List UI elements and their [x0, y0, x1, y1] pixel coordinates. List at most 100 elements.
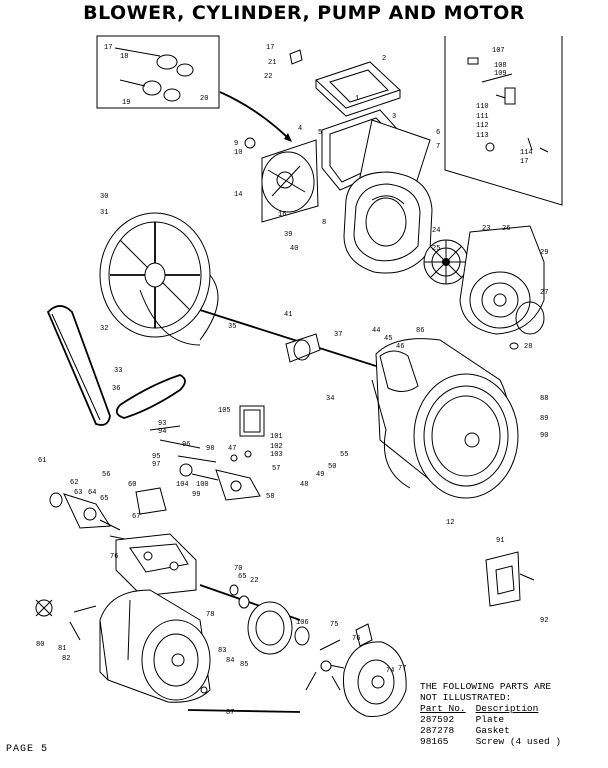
callout-33: 33	[114, 367, 122, 375]
table-row: 98165 Screw (4 used )	[420, 736, 571, 747]
callout-14: 14	[234, 191, 242, 199]
callout-22: 22	[264, 73, 272, 81]
callout-26: 26	[502, 225, 510, 233]
part-description: Screw (4 used )	[475, 736, 562, 747]
callout-55: 55	[340, 451, 348, 459]
callout-39: 39	[284, 231, 292, 239]
callout-30: 30	[100, 193, 108, 201]
callout-110: 110	[476, 103, 489, 111]
inset-box-top-right	[444, 36, 563, 206]
blower-top-plate	[289, 49, 401, 117]
callout-21: 21	[268, 59, 276, 67]
callout-80: 80	[36, 641, 44, 649]
callout-70: 70	[234, 565, 242, 573]
right-side-bracket	[485, 551, 535, 607]
callout-87: 87	[226, 709, 234, 717]
callout-106: 106	[296, 619, 309, 627]
callout-75: 75	[330, 621, 338, 629]
page-number: PAGE 5	[6, 744, 49, 755]
blower-rear-housing	[459, 225, 545, 350]
callout-100: 100	[196, 481, 209, 489]
page-title: BLOWER, CYLINDER, PUMP AND MOTOR	[83, 2, 525, 24]
bottom-left-parts	[35, 599, 301, 713]
callout-29: 29	[540, 249, 548, 257]
callout-90: 90	[540, 432, 548, 440]
callout-20: 20	[200, 95, 208, 103]
callout-96: 96	[182, 441, 190, 449]
callout-17: 17	[104, 44, 112, 52]
table-row: 287278 Gasket	[420, 725, 571, 736]
callout-8: 8	[322, 219, 326, 227]
pump-bracket	[115, 533, 197, 597]
callout-88: 88	[540, 395, 548, 403]
callout-34: 34	[326, 395, 334, 403]
cylinder-drum	[371, 338, 519, 499]
note-header-line-2: NOT ILLUSTRATED:	[420, 692, 512, 703]
callout-111: 111	[476, 113, 489, 121]
callout-62: 62	[70, 479, 78, 487]
part-number: 287278	[420, 725, 455, 736]
callout-19: 19	[122, 99, 130, 107]
callout-77: 77	[398, 665, 406, 673]
callout-61: 61	[38, 457, 46, 465]
callout-32: 32	[100, 325, 108, 333]
callout-78: 78	[206, 611, 214, 619]
callout-10: 10	[234, 149, 242, 157]
callout-9: 9	[234, 140, 238, 148]
not-illustrated-parts-note: THE FOLLOWING PARTS ARE NOT ILLUSTRATED:…	[420, 681, 608, 747]
callout-48: 48	[300, 481, 308, 489]
callout-97: 97	[152, 461, 160, 469]
callout-92: 92	[540, 617, 548, 625]
callout-65b: 65	[238, 573, 246, 581]
callout-37: 37	[334, 331, 342, 339]
callout-93: 93	[158, 420, 166, 428]
callout-108: 108	[494, 62, 507, 70]
pump-small-parts	[49, 492, 131, 541]
callout-12: 12	[446, 519, 454, 527]
callout-49: 49	[316, 471, 324, 479]
callout-36: 36	[112, 385, 120, 393]
callout-85: 85	[240, 661, 248, 669]
callout-60: 60	[128, 481, 136, 489]
callout-74: 74	[386, 667, 394, 675]
callout-89: 89	[540, 415, 548, 423]
callout-6: 6	[436, 129, 440, 137]
note-header-line-1: THE FOLLOWING PARTS ARE	[420, 681, 552, 692]
callout-67: 67	[132, 513, 140, 521]
blower-housing	[343, 171, 433, 274]
callout-25: 25	[432, 245, 440, 253]
callout-101: 101	[270, 433, 283, 441]
inset-box-top-left	[96, 35, 292, 142]
part-number: 98165	[420, 736, 449, 747]
callout-4: 4	[298, 125, 302, 133]
callout-3: 3	[392, 113, 396, 121]
callout-95: 95	[152, 453, 160, 461]
callout-46: 46	[396, 343, 404, 351]
part-description: Plate	[475, 714, 505, 725]
callout-113: 113	[476, 132, 489, 140]
callout-1: 1	[355, 95, 359, 103]
part-description: Gasket	[475, 725, 510, 736]
callout-50: 50	[328, 463, 336, 471]
callout-23: 23	[482, 225, 490, 233]
callout-41: 41	[284, 311, 292, 319]
callout-40: 40	[290, 245, 298, 253]
callout-105: 105	[218, 407, 231, 415]
callout-7: 7	[436, 143, 440, 151]
callout-107: 107	[492, 47, 505, 55]
callout-24: 24	[432, 227, 440, 235]
motor	[99, 589, 211, 703]
part-number: 287592	[420, 714, 455, 725]
callout-64: 64	[88, 489, 96, 497]
callout-82: 82	[62, 655, 70, 663]
callout-86: 86	[416, 327, 424, 335]
callout-114: 114	[520, 149, 533, 157]
parts-table: Part No. Description 287592 Plate 287278…	[420, 703, 571, 747]
control-parts	[135, 405, 265, 515]
callout-58: 58	[266, 493, 274, 501]
callout-112: 112	[476, 122, 489, 130]
callout-81: 81	[58, 645, 66, 653]
pump-housing	[342, 623, 407, 717]
column-header-description: Description	[475, 703, 539, 714]
